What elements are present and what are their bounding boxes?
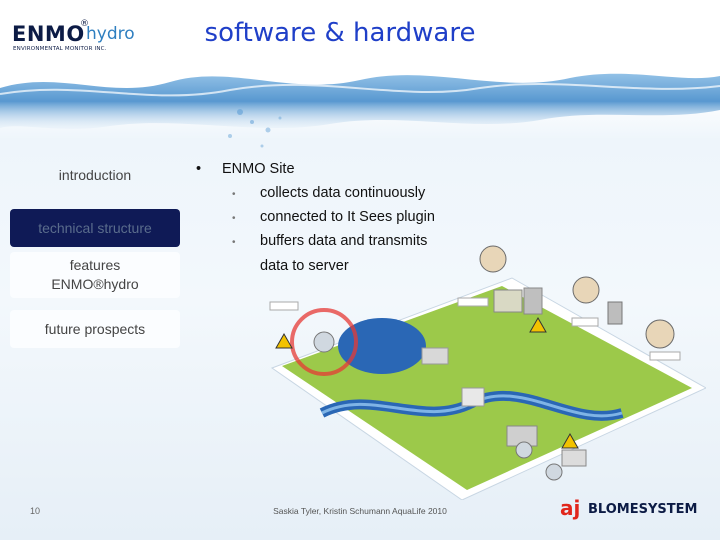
nav-item-features-line1: features: [69, 257, 121, 273]
sub-bullet-text: collects data continuously: [260, 185, 426, 201]
nav-item-future-prospects[interactable]: future prospects: [10, 310, 180, 348]
blomesystem-logo-aj: aj: [560, 496, 581, 520]
sub-bullet-continuation: data to server: [260, 258, 349, 274]
sub-bullet: • buffers data and transmits: [232, 233, 427, 249]
water-splash-banner: [0, 73, 720, 148]
slide-title: software & hardware: [204, 18, 476, 48]
nav-item-technical-structure[interactable]: technical structure: [10, 209, 180, 247]
logo-tagline: ENVIRONMENTAL MONITOR INC.: [13, 46, 107, 52]
logo-hydro-text: hydro: [86, 24, 135, 44]
sub-bullet: • connected to It Sees plugin: [232, 209, 435, 225]
nav-item-features-line2: ENMO®hydro: [51, 276, 139, 292]
sub-bullet-dot: •: [232, 189, 236, 200]
main-bullet-text: ENMO Site: [222, 161, 295, 177]
main-bullet: • ENMO Site: [196, 161, 295, 177]
enmo-hydro-logo: ENMO ® hydro ENVIRONMENTAL MONITOR INC.: [12, 19, 135, 56]
logo-main-text: ENMO: [12, 22, 85, 46]
sub-bullet-text: connected to It Sees plugin: [260, 209, 435, 225]
sub-bullet-dot: •: [232, 237, 236, 248]
logo-registered-mark: ®: [80, 19, 89, 29]
sub-bullet-text: buffers data and transmits: [260, 233, 428, 249]
nav-item-introduction[interactable]: introduction: [58, 167, 132, 183]
bullet-dot: •: [196, 161, 202, 177]
nav-item-features[interactable]: features ENMO®hydro: [10, 252, 180, 298]
sub-bullet-dot: •: [232, 213, 236, 224]
sub-bullet: • collects data continuously: [232, 185, 425, 201]
blomesystem-logo-name: BLOMESYSTEM: [588, 502, 698, 517]
system-architecture-illustration: [269, 245, 706, 500]
page-number: 10: [30, 506, 41, 516]
footer-credit: Saskia Tyler, Kristin Schumann AquaLife …: [273, 506, 447, 516]
